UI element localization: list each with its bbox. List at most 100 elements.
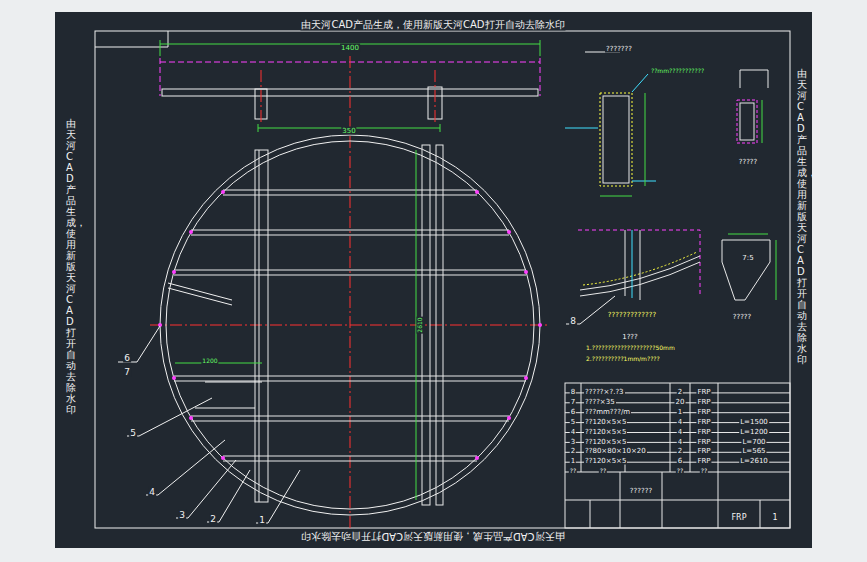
table-cell: 4 — [677, 427, 683, 435]
label-slot: L=565 — [741, 438, 766, 457]
drawing-line — [259, 150, 260, 502]
callout-number: 2 — [209, 514, 217, 524]
table-cell: L=2610 — [739, 457, 769, 465]
drawing-line — [632, 181, 656, 182]
table-cell: L=565 — [741, 447, 766, 455]
drawing-line — [565, 500, 790, 501]
table-cell: 5 — [570, 417, 576, 425]
drawing-line — [191, 235, 509, 236]
drawing-circle — [160, 135, 540, 515]
drawing-path — [578, 230, 700, 295]
label-slot: 由天河CAD产品生成，使用新版天河CAD打开自动去除水印 — [300, 529, 565, 548]
table-cell: ????×35 — [584, 397, 616, 405]
drawing-group — [565, 383, 790, 528]
label-slot: ?? — [599, 458, 607, 477]
drawing-outline — [722, 240, 770, 300]
drawing-line — [540, 40, 541, 56]
drawing-group — [565, 52, 768, 196]
label-slot: FRP — [696, 438, 711, 457]
detail-note: ??mm??????????? — [650, 68, 705, 75]
table-cell: FRP — [696, 417, 711, 425]
drawing-rect — [737, 100, 757, 143]
watermark: 由天河CAD产品生成，使用新版天河CAD打开自动去除水印 — [797, 68, 807, 365]
drawing-rect — [436, 145, 443, 505]
label-slot: FRP — [696, 448, 711, 467]
label-slot: FRP — [696, 428, 711, 447]
label-slot: 由天河CAD产品生成，使用新版天河CAD打开自动去除水印 — [797, 68, 807, 367]
label-slot: L=1500 — [739, 408, 769, 427]
callout-number: 8 — [569, 316, 577, 326]
table-cell: 2 — [677, 388, 683, 396]
label-slot: L=700 — [741, 428, 766, 447]
label-slot: ?????? — [629, 478, 653, 497]
drawing-group — [174, 190, 526, 461]
watermark: 由天河CAD产品生成，使用新版天河CAD打开自动去除水印 — [66, 118, 76, 415]
label-slot: ???mm???/m — [584, 398, 631, 417]
drawing-circle — [221, 190, 225, 194]
label-slot: ?? — [676, 458, 684, 477]
label-slot: 3 — [178, 503, 186, 522]
drawing-line — [174, 381, 526, 382]
table-cell: FRP — [696, 437, 711, 445]
drawing-path — [95, 31, 168, 47]
label-slot: 4 — [677, 428, 683, 447]
drawing-line — [760, 500, 761, 528]
label-slot: 2 — [677, 438, 683, 457]
drawing-rect — [55, 12, 812, 548]
drawing-line — [174, 376, 526, 377]
label-slot: ??120×5×5 — [584, 428, 627, 447]
label-slot: 1.????????????????????50mm — [585, 335, 676, 354]
callout-number: 1 — [258, 515, 266, 525]
drawing-line — [174, 270, 526, 271]
drawing-path — [127, 398, 212, 436]
table-cell: 2 — [677, 447, 683, 455]
drawing-line — [670, 383, 671, 472]
drawing-line — [662, 472, 663, 528]
table-cell: ??80×80×10×20 — [584, 447, 647, 455]
drawing-circle — [475, 190, 479, 194]
drawing-circle — [475, 456, 479, 460]
label-slot: 4 — [677, 408, 683, 427]
drawing-rect — [600, 93, 632, 186]
drawing-line — [223, 195, 477, 196]
dimension: 1200 — [201, 358, 218, 365]
drawing-line — [776, 240, 777, 300]
drawing-line — [600, 196, 632, 197]
drawing-circle — [221, 456, 225, 460]
label-slot: 1200 — [201, 348, 218, 367]
drawing-line — [160, 40, 161, 56]
table-cell: 3 — [570, 437, 576, 445]
drawing-circle — [172, 270, 176, 274]
dimension: 2610 — [417, 316, 424, 333]
table-cell: 6 — [570, 407, 576, 415]
label-slot: 2 — [570, 438, 576, 457]
table-cell: ??120×5×5 — [584, 417, 627, 425]
drawing-line — [632, 74, 648, 92]
drawing-line — [728, 234, 768, 235]
note: 2.??????????1mm/m???? — [585, 356, 661, 363]
table-cell: 7 — [570, 397, 576, 405]
title-block-text: ?????? — [629, 487, 653, 495]
label-slot: 5 — [129, 421, 137, 440]
label-slot: ????? — [732, 304, 753, 323]
label-slot: L=2610 — [739, 448, 769, 467]
scale-label: 7:5 — [741, 254, 754, 262]
label-slot: 3 — [570, 428, 576, 447]
drawing-path — [118, 326, 160, 362]
table-cell: 1 — [570, 457, 576, 465]
drawing-circle — [189, 230, 193, 234]
table-cell: 20 — [675, 397, 686, 405]
detail-label: ??????? — [605, 45, 633, 53]
drawing-rect — [740, 103, 754, 140]
callout-number: 5 — [129, 428, 137, 438]
drawing-group — [160, 40, 540, 500]
label-slot: 2 — [677, 379, 683, 398]
drawing-circle — [507, 416, 511, 420]
drawing-line — [261, 70, 262, 125]
label-slot: L=1200 — [739, 418, 769, 437]
label-slot: 20 — [675, 388, 686, 407]
table-cell: FRP — [696, 407, 711, 415]
drawing-line — [168, 288, 232, 305]
table-cell: 4 — [677, 417, 683, 425]
label-slot: ??mm??????????? — [650, 58, 705, 77]
